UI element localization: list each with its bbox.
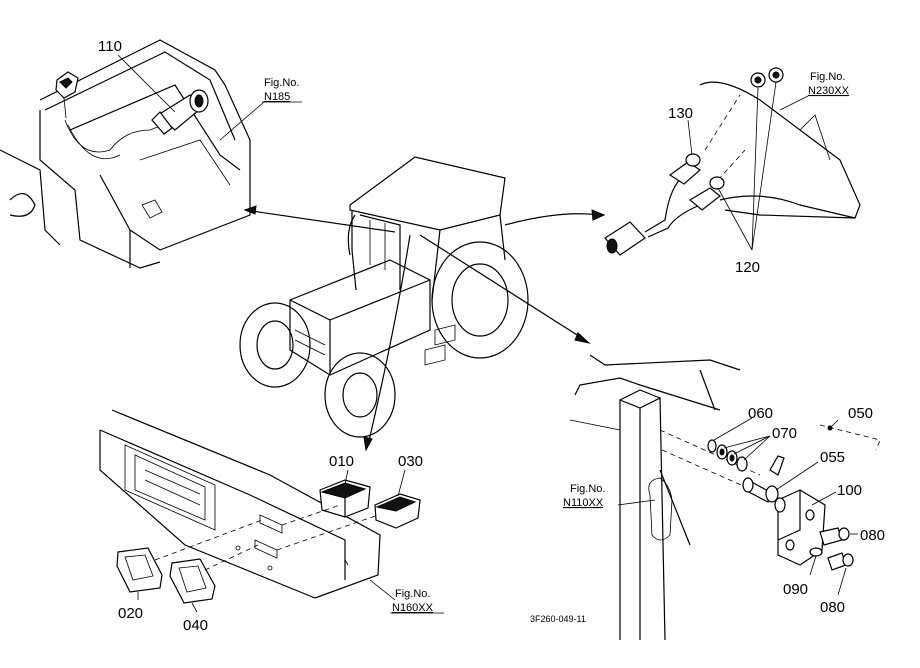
switch-030 [374,493,421,529]
pointer-arrows [243,205,606,452]
part-label-070: 070 [772,425,797,442]
tractor [239,156,529,438]
part-label-060: 060 [748,405,773,422]
bulb-socket-top-left [55,71,79,119]
part-label-050: 050 [848,405,873,422]
part-label-030: 030 [398,453,423,470]
fig-ref-number-n160xx: N160XX [392,602,434,614]
part-label-080-upper: 080 [860,527,885,544]
bolt-055 [742,455,785,503]
fig-ref-number-n185: N185 [264,91,290,103]
cab-pillar [569,354,776,641]
drawing-code: 3F260-049-11 [530,614,586,624]
part-label-040: 040 [183,617,208,634]
dashboard-panel [99,409,381,599]
fig-ref-number-n110xx: N110XX [563,497,604,509]
fig-ref-label-n185: Fig.No. [264,77,299,89]
part-label-090: 090 [783,581,808,598]
fig-ref-label-n230xx: Fig.No. [810,71,845,83]
part-label-120: 120 [735,259,760,276]
bezel-020 [116,547,163,593]
fig-ref-label-n160xx: Fig.No. [395,588,430,600]
wire-harness-right [604,153,725,256]
mount-bracket-100 [774,489,826,566]
fig-ref-label-n110xx: Fig.No. [570,483,605,495]
fig-ref-number-n230xx: N230XX [808,85,850,97]
part-label-010: 010 [329,453,354,470]
screws-080-090 [809,527,854,571]
lamp-110 [151,89,209,135]
part-label-080-lower: 080 [820,599,845,616]
bulbs-130-120 [750,67,784,88]
switch-010 [319,479,371,518]
part-label-110: 110 [98,38,122,55]
washers-060-070 [707,439,748,472]
part-label-055: 055 [820,449,845,466]
part-label-130: 130 [668,105,693,122]
lamp-housing-right [699,81,861,219]
part-label-020: 020 [118,605,143,622]
part-label-100: 100 [837,482,862,499]
bezel-040 [169,558,216,604]
cab-interior-view [0,39,251,269]
